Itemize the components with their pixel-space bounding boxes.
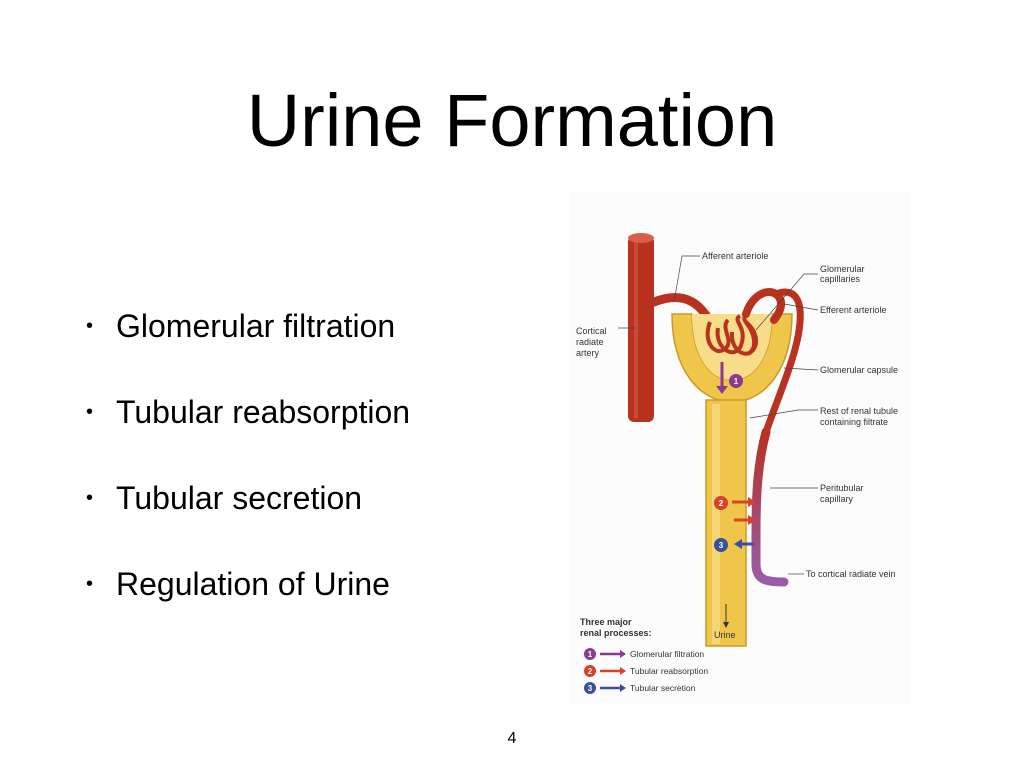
legend-label-3: Tubular secretion xyxy=(630,683,696,693)
bullet-text: Tubular secretion xyxy=(116,472,362,524)
page-number: 4 xyxy=(500,730,524,748)
label-rest-of-tubule-2: containing filtrate xyxy=(820,417,888,427)
legend-label-2: Tubular reabsorption xyxy=(630,666,708,676)
bullet-marker: • xyxy=(86,472,93,524)
nephron-illustration: 1 2 3 Afferent arteriole Glomerular xyxy=(570,192,910,704)
artery-opening xyxy=(628,233,654,243)
slide-title: Urine Formation xyxy=(0,78,1024,164)
artery-highlight xyxy=(634,242,638,418)
label-cortical-1: Cortical xyxy=(576,326,607,336)
bullet-text: Glomerular filtration xyxy=(116,300,395,352)
label-cortical-2: radiate xyxy=(576,337,604,347)
bullet-marker: • xyxy=(86,558,93,610)
tubule-highlight xyxy=(712,404,720,644)
nephron-diagram: 1 2 3 Afferent arteriole Glomerular xyxy=(570,192,910,704)
legend-num-3: 3 xyxy=(588,684,593,693)
label-glomerular-capillaries-1: Glomerular xyxy=(820,264,865,274)
bullet-marker: • xyxy=(86,386,93,438)
legend-label-1: Glomerular filtration xyxy=(630,649,704,659)
label-afferent-arteriole: Afferent arteriole xyxy=(702,251,768,261)
label-cortical-3: artery xyxy=(576,348,600,358)
label-efferent-arteriole: Efferent arteriole xyxy=(820,305,886,315)
legend-num-2: 2 xyxy=(588,667,593,676)
bullet-text: Regulation of Urine xyxy=(116,558,390,610)
label-peritubular-1: Peritubular xyxy=(820,483,864,493)
bullet-marker: • xyxy=(86,300,93,352)
legend-heading-1: Three major xyxy=(580,617,632,627)
label-urine: Urine xyxy=(714,630,736,640)
label-rest-of-tubule-1: Rest of renal tubule xyxy=(820,406,898,416)
legend-heading-2: renal processes: xyxy=(580,628,652,638)
marker-3-label: 3 xyxy=(719,541,724,550)
cortical-radiate-artery xyxy=(628,236,654,422)
label-peritubular-2: capillary xyxy=(820,494,854,504)
marker-1-label: 1 xyxy=(734,377,739,386)
label-glomerular-capsule: Glomerular capsule xyxy=(820,365,898,375)
marker-2-label: 2 xyxy=(719,499,724,508)
label-cortical-vein: To cortical radiate vein xyxy=(806,569,896,579)
label-glomerular-capillaries-2: capillaries xyxy=(820,274,861,284)
bullet-text: Tubular reabsorption xyxy=(116,386,410,438)
legend-num-1: 1 xyxy=(588,650,593,659)
